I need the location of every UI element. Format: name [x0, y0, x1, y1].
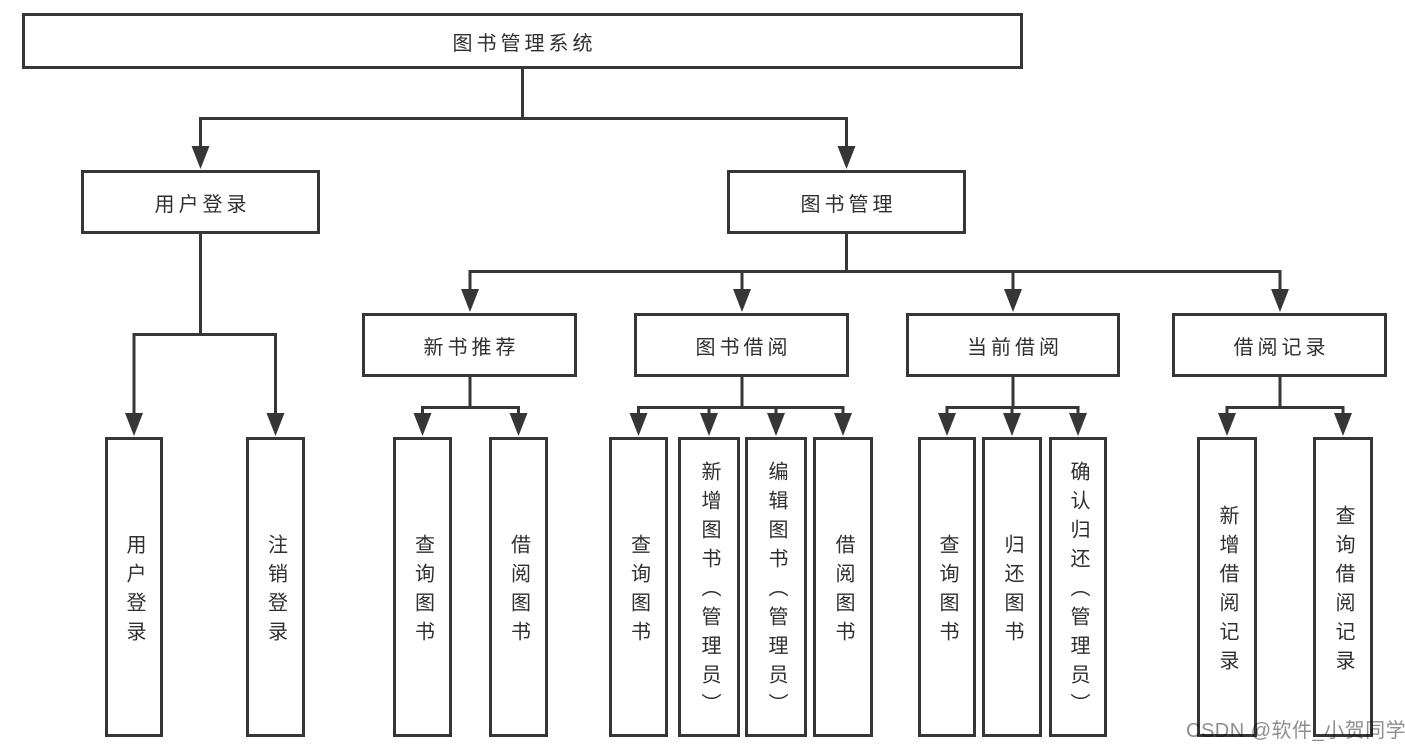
csdn-watermark: CSDN @软件_小贺同学 — [1186, 720, 1405, 742]
leaf-logout-login-label: 注销登录 — [264, 533, 287, 650]
leaf-edit-book-admin-label: 编辑图书（管理员） — [765, 461, 787, 722]
node-new-book-recommend-label: 新书推荐 — [423, 336, 520, 359]
leaf-query-book-3: 查询图书 — [918, 437, 976, 737]
node-borrow-records-label: 借阅记录 — [1233, 336, 1330, 359]
node-book-management: 图书管理 — [727, 170, 966, 234]
leaf-borrow-book-2: 借阅图书 — [813, 437, 873, 737]
node-current-borrow-label: 当前借阅 — [967, 336, 1063, 359]
node-borrow-records: 借阅记录 — [1172, 313, 1387, 377]
arrowheads — [125, 146, 1352, 436]
leaf-add-book-admin-label: 新增图书（管理员） — [698, 461, 720, 722]
leaf-borrow-book-2-label: 借阅图书 — [832, 533, 854, 650]
leaf-query-book-1: 查询图书 — [393, 437, 452, 737]
leaf-add-borrow-record: 新增借阅记录 — [1197, 437, 1257, 737]
leaf-edit-book-admin: 编辑图书（管理员） — [745, 437, 807, 737]
leaf-borrow-book-1-label: 借阅图书 — [507, 533, 530, 650]
node-user-login: 用户登录 — [81, 170, 320, 234]
node-root: 图书管理系统 — [22, 13, 1023, 69]
leaf-confirm-return-admin: 确认归还（管理员） — [1049, 437, 1107, 737]
leaf-return-book: 归还图书 — [982, 437, 1042, 737]
node-user-login-label: 用户登录 — [154, 193, 251, 216]
node-book-borrow-label: 图书借阅 — [695, 336, 792, 359]
node-root-label: 图书管理系统 — [452, 32, 597, 55]
node-book-management-label: 图书管理 — [800, 193, 897, 216]
leaf-user-login: 用户登录 — [105, 437, 163, 737]
leaf-add-borrow-record-label: 新增借阅记录 — [1216, 504, 1238, 679]
leaf-query-book-2: 查询图书 — [609, 437, 668, 737]
leaf-query-borrow-record-label: 查询借阅记录 — [1332, 504, 1354, 679]
leaf-query-book-1-label: 查询图书 — [411, 533, 434, 650]
leaf-add-book-admin: 新增图书（管理员） — [678, 437, 740, 737]
leaf-return-book-label: 归还图书 — [1001, 533, 1023, 650]
node-current-borrow: 当前借阅 — [906, 313, 1120, 377]
leaf-query-book-2-label: 查询图书 — [627, 533, 650, 650]
leaf-logout-login: 注销登录 — [246, 437, 305, 737]
node-new-book-recommend: 新书推荐 — [362, 313, 577, 377]
node-book-borrow: 图书借阅 — [634, 313, 849, 377]
leaf-user-login-label: 用户登录 — [123, 533, 145, 650]
leaf-query-book-3-label: 查询图书 — [936, 533, 958, 650]
leaf-borrow-book-1: 借阅图书 — [489, 437, 548, 737]
leaf-query-borrow-record: 查询借阅记录 — [1313, 437, 1373, 737]
leaf-confirm-return-admin-label: 确认归还（管理员） — [1067, 461, 1089, 722]
